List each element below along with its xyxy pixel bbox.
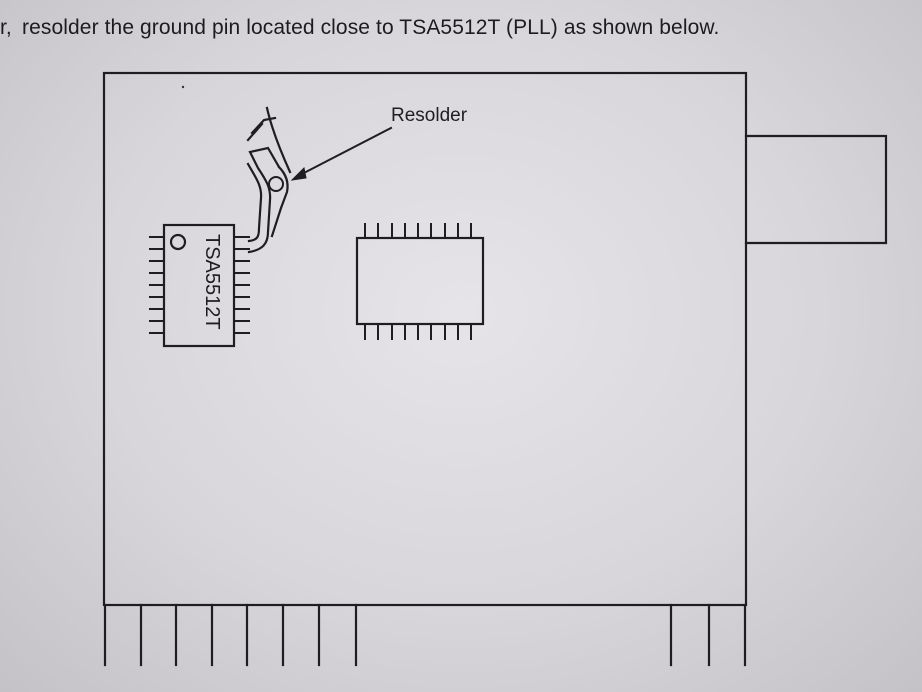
caption-prefix: r,: [0, 16, 12, 39]
resolder-pad: [268, 176, 284, 192]
tsa5512t-right-pins: [233, 236, 250, 334]
bottom-edge-pins: [103, 603, 747, 667]
tsa5512t-chip-label: TSA5512T: [201, 234, 223, 330]
resolder-callout-label: Resolder: [391, 105, 468, 126]
tsa5512t-left-pins: [149, 236, 165, 334]
caption-text: resolder the ground pin located close to…: [22, 16, 720, 39]
speck-mark: [181, 85, 185, 89]
side-connector: [744, 134, 888, 245]
chip-pin1-marker: [169, 233, 187, 251]
second-ic-top-pins: [364, 223, 472, 239]
resolder-leader-line: [296, 126, 393, 178]
resolder-arrowhead: [290, 166, 307, 181]
ground-trace: [246, 106, 292, 254]
second-ic-bottom-pins: [364, 323, 472, 340]
second-ic-chip: [355, 236, 485, 326]
pcb-board-outline: [102, 71, 748, 607]
